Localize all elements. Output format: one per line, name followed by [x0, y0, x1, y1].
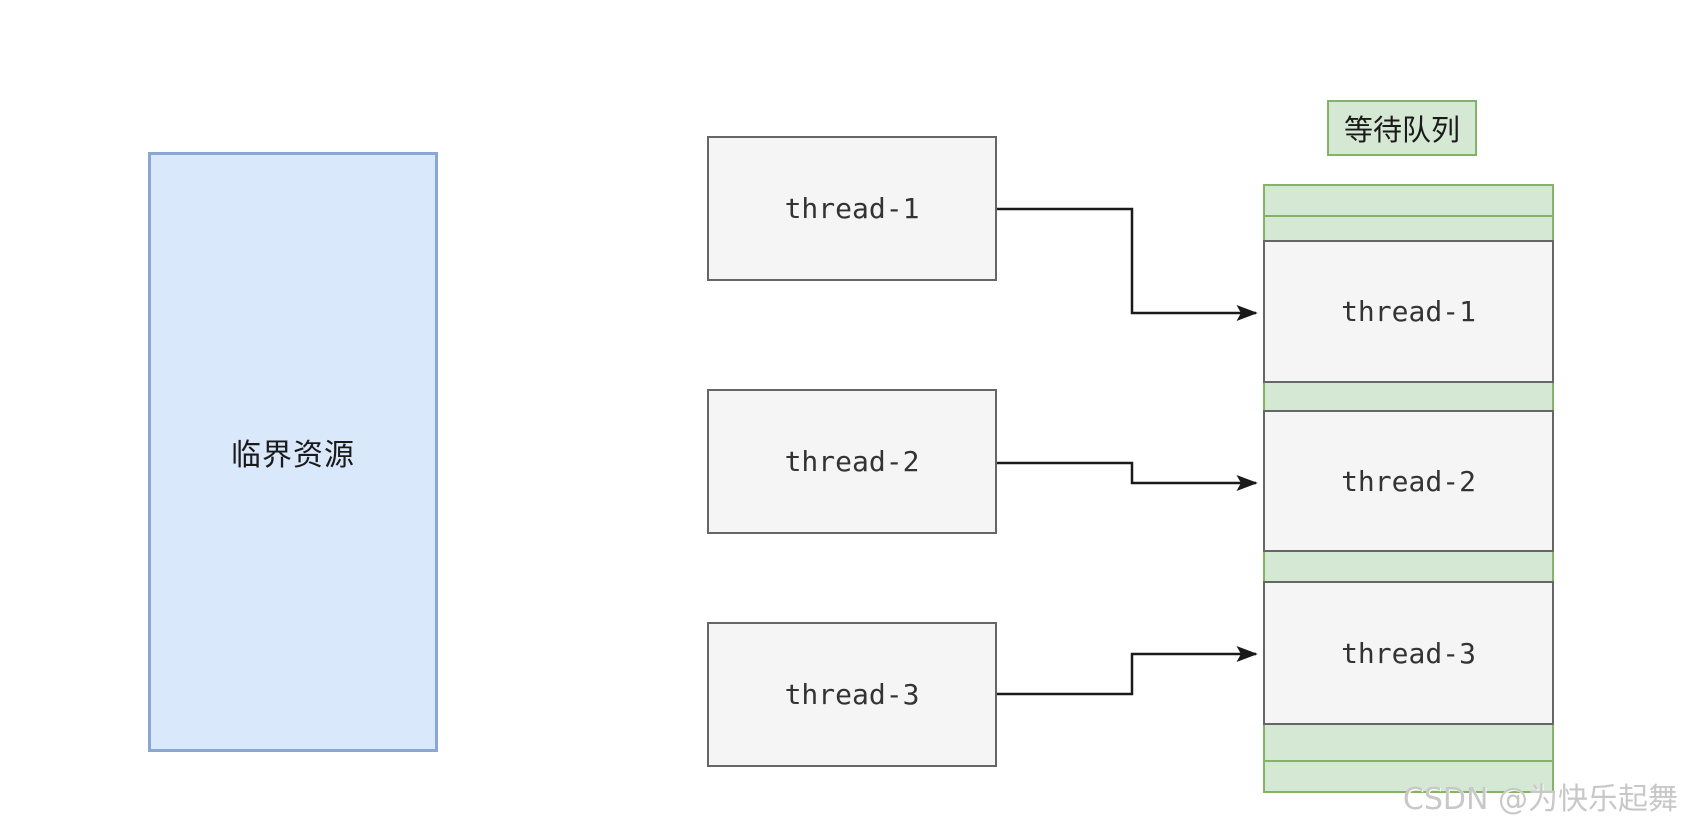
- thread-3-box: thread-3: [707, 622, 997, 767]
- thread-2-box: thread-2: [707, 389, 997, 534]
- queue-slot-thread-1: thread-1: [1263, 240, 1554, 383]
- queue-slot-thread-3: thread-3: [1263, 581, 1554, 725]
- thread-1-label: thread-1: [784, 192, 920, 225]
- arrow-thread-2-to-queue: [997, 461, 1258, 491]
- critical-resource-label: 临界资源: [231, 438, 355, 473]
- arrow-thread-1-to-queue: [997, 207, 1258, 321]
- thread-3-label: thread-3: [784, 678, 920, 711]
- wait-queue-container: thread-1 thread-2 thread-3: [1263, 184, 1554, 793]
- wait-queue-title: 等待队列: [1327, 100, 1477, 156]
- thread-2-label: thread-2: [784, 445, 920, 478]
- queue-divider-top: [1265, 215, 1552, 217]
- queue-divider-bottom: [1265, 760, 1552, 762]
- csdn-watermark: CSDN @为快乐起舞: [1402, 782, 1678, 817]
- queue-slot-thread-2-label: thread-2: [1341, 464, 1476, 498]
- queue-slot-thread-2: thread-2: [1263, 410, 1554, 552]
- queue-slot-thread-3-label: thread-3: [1341, 636, 1476, 670]
- critical-resource-box: 临界资源: [148, 152, 438, 752]
- queue-slot-thread-1-label: thread-1: [1341, 295, 1476, 328]
- thread-1-box: thread-1: [707, 136, 997, 281]
- arrow-thread-3-to-queue: [997, 646, 1258, 696]
